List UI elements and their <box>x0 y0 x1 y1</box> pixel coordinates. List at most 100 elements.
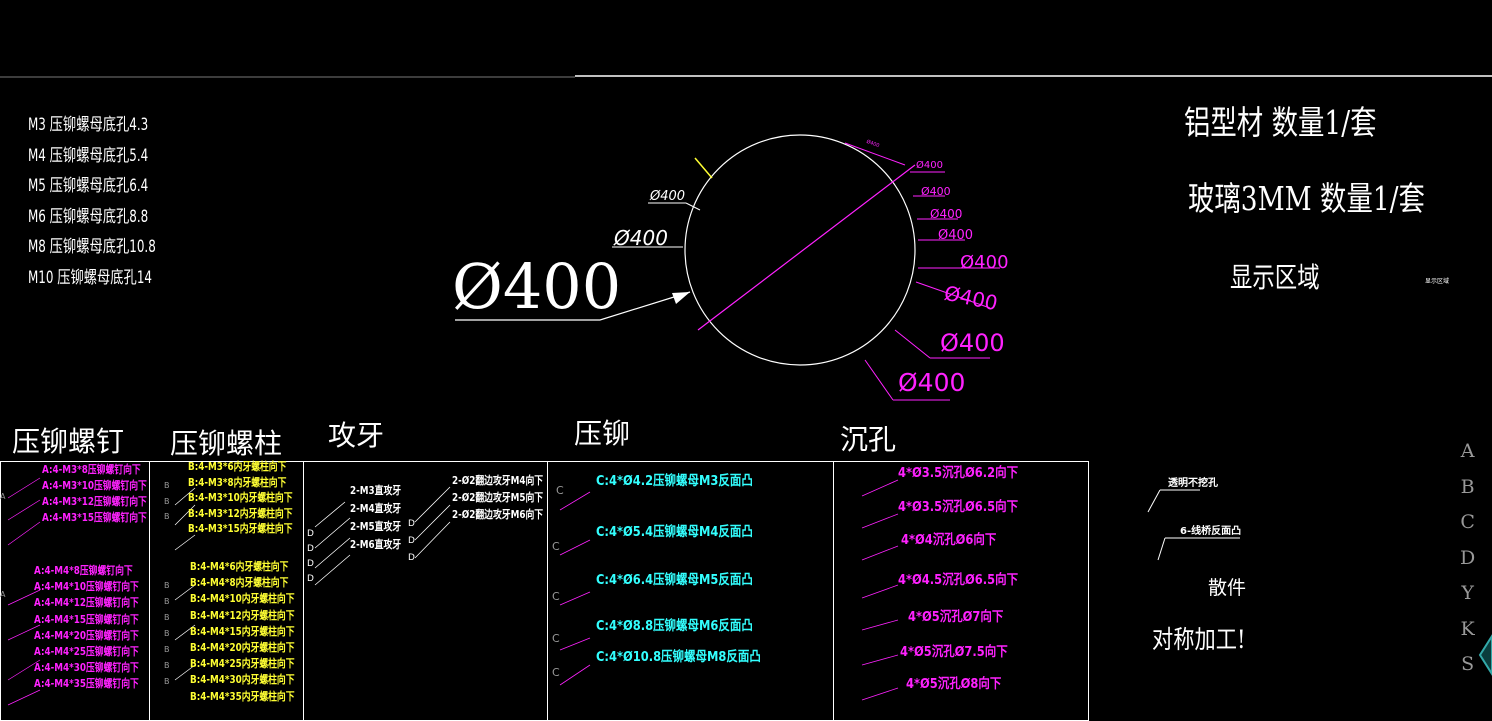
diameter-label-small: Ø400 <box>921 185 951 198</box>
list-item: 2-M3直攻牙 <box>350 484 402 497</box>
mark-c: C <box>552 590 560 603</box>
list-item: B:4-M3*10内牙螺柱向下 <box>188 491 293 504</box>
mark-c: C <box>552 540 560 553</box>
header-press-rivet-nut: 压铆 <box>574 417 631 450</box>
mark-b: B <box>164 645 170 654</box>
diameter-label-small: Ø400 <box>650 189 686 204</box>
stud-list-1: B:4-M3*6内牙螺柱向下 B:4-M3*8内牙螺柱向下 B:4-M3*10内… <box>188 459 293 537</box>
side-letter-column: A B C D Y K S <box>1460 434 1475 683</box>
loose-parts-label: 散件 <box>1208 577 1247 599</box>
list-item: 2-Ø2翻边攻牙M5向下 <box>452 491 544 504</box>
mark-b: B <box>164 677 170 686</box>
diameter-label-small: Ø400 <box>898 368 966 397</box>
list-item: B:4-M4*12内牙螺柱向下 <box>190 608 295 622</box>
mark-d: D <box>307 544 314 554</box>
countersink-item: 4*Ø3.5沉孔Ø6.5向下 <box>898 499 1019 515</box>
diameter-label-small: Ø400 <box>938 228 974 243</box>
mark-b-column: B B B B B B B <box>164 578 170 690</box>
mark-a: A <box>0 590 6 599</box>
mark-c: C <box>552 666 560 679</box>
countersink-item: 4*Ø4.5沉孔Ø6.5向下 <box>898 572 1019 588</box>
mark-d: D <box>307 559 314 569</box>
nut-box <box>547 461 834 721</box>
mark-b: B <box>164 613 170 622</box>
mark-d: D <box>307 529 314 539</box>
mark-b: B <box>164 597 170 606</box>
big-diameter-label: Ø400 <box>452 250 622 323</box>
mark-d: D <box>408 553 415 563</box>
display-area-label: 显示区域 <box>1230 261 1320 294</box>
list-item: 2-Ø2翻边攻牙M4向下 <box>452 474 544 487</box>
mark-b: B <box>164 496 170 506</box>
list-item: B:4-M3*15内牙螺柱向下 <box>188 522 293 535</box>
nut-item: C:4*Ø6.4压铆螺母M5反面凸 <box>596 572 753 588</box>
no-hole-label: 透明不挖孔 <box>1168 478 1218 489</box>
list-item: A:4-M4*15压铆螺钉向下 <box>34 612 139 626</box>
glass-label: 玻璃3MM 数量1/套 <box>1188 179 1425 218</box>
mark-b: B <box>164 481 170 490</box>
diameter-label-medium: Ø400 <box>614 226 668 250</box>
side-letter: A <box>1460 440 1475 462</box>
list-item: A:4-M3*8压铆螺钉向下 <box>42 463 141 476</box>
list-item: B:4-M4*30内牙螺柱向下 <box>190 673 295 687</box>
nut-item: C:4*Ø4.2压铆螺母M3反面凸 <box>596 473 753 489</box>
nut-item: C:4*Ø8.8压铆螺母M6反面凸 <box>596 618 753 634</box>
diameter-label-small: Ø400 <box>930 207 963 221</box>
list-item: B:4-M4*10内牙螺柱向下 <box>190 592 295 606</box>
list-item: B:4-M4*8内牙螺柱向下 <box>190 576 289 590</box>
tap-list-left: 2-M3直攻牙 2-M4直攻牙 2-M5直攻牙 2-M6直攻牙 <box>350 482 401 554</box>
symmetric-label: 对称加工! <box>1152 625 1246 654</box>
list-item: B:4-M4*20内牙螺柱向下 <box>190 641 295 655</box>
diameter-label-small: Ø400 <box>960 252 1009 273</box>
nut-item: C:4*Ø5.4压铆螺母M4反面凸 <box>596 524 753 540</box>
hole-size-item: M3 压铆螺母底孔4.3 <box>28 115 149 135</box>
list-item: A:4-M4*35压铆螺钉向下 <box>34 677 139 691</box>
header-press-rivet-stud: 压铆螺柱 <box>170 427 283 460</box>
side-letter: C <box>1460 511 1475 533</box>
tap-list-right: 2-Ø2翻边攻牙M4向下 2-Ø2翻边攻牙M5向下 2-Ø2翻边攻牙M6向下 <box>452 472 543 523</box>
mark-c: C <box>556 484 564 497</box>
screw-list-2: A:4-M4*8压铆螺钉向下 A:4-M4*10压铆螺钉向下 A:4-M4*12… <box>34 563 139 693</box>
list-item: B:4-M3*12内牙螺柱向下 <box>188 506 293 520</box>
display-area-tiny-label: 显示区域 <box>1425 278 1450 285</box>
hole-size-item: M8 压铆螺母底孔10.8 <box>28 237 156 257</box>
mark-b: B <box>164 629 170 638</box>
countersink-item: 4*Ø5沉孔Ø8向下 <box>906 676 1002 692</box>
countersink-item: 4*Ø5沉孔Ø7.5向下 <box>900 644 1008 660</box>
mark-b: B <box>164 512 170 521</box>
list-item: 2-M5直攻牙 <box>350 520 402 533</box>
mark-d: D <box>307 574 314 584</box>
hole-size-list: M3 压铆螺母底孔4.3 M4 压铆螺母底孔5.4 M5 压铆螺母底孔6.4 M… <box>28 110 156 293</box>
list-item: B:4-M3*6内牙螺柱向下 <box>188 460 287 473</box>
stud-list-2: B:4-M4*6内牙螺柱向下 B:4-M4*8内牙螺柱向下 B:4-M4*10内… <box>190 559 295 705</box>
list-item: 2-Ø2翻边攻牙M6向下 <box>452 508 544 521</box>
nut-item: C:4*Ø10.8压铆螺母M8反面凸 <box>596 649 761 665</box>
list-item: B:4-M4*6内牙螺柱向下 <box>190 560 289 573</box>
mark-d-column: D D D <box>408 516 415 567</box>
bridge-label: 6-线桥反面凸 <box>1180 526 1242 537</box>
material-label: 铝型材 数量1/套 <box>1184 103 1377 142</box>
mark-b-column: B B B <box>164 478 170 525</box>
side-letter: D <box>1460 546 1476 569</box>
list-item: B:4-M4*25内牙螺柱向下 <box>190 657 295 671</box>
list-item: B:4-M4*35内牙螺柱向下 <box>190 689 295 703</box>
countersink-item: 4*Ø3.5沉孔Ø6.2向下 <box>898 465 1019 481</box>
countersink-item: 4*Ø5沉孔Ø7向下 <box>908 609 1004 625</box>
countersink-item: 4*Ø4沉孔Ø6向下 <box>901 532 997 548</box>
list-item: B:4-M4*15内牙螺柱向下 <box>190 624 295 638</box>
side-letter: K <box>1460 617 1475 640</box>
hole-size-item: M4 压铆螺母底孔5.4 <box>28 145 149 166</box>
hole-size-item: M10 压铆螺母底孔14 <box>28 267 152 288</box>
mark-d-column: D D D D <box>307 527 314 587</box>
list-item: A:4-M4*8压铆螺钉向下 <box>34 564 133 577</box>
diameter-label-small: Ø400 <box>916 160 943 171</box>
list-item: 2-M6直攻牙 <box>350 538 402 551</box>
list-item: A:4-M3*15压铆螺钉向下 <box>42 511 147 524</box>
mark-a: A <box>0 492 6 501</box>
list-item: A:4-M4*20压铆螺钉向下 <box>34 628 139 642</box>
mark-b: B <box>164 661 170 670</box>
list-item: 2-M4直攻牙 <box>350 502 402 515</box>
list-item: A:4-M3*10压铆螺钉向下 <box>42 479 147 492</box>
diameter-label-small: Ø400 <box>940 329 1005 357</box>
